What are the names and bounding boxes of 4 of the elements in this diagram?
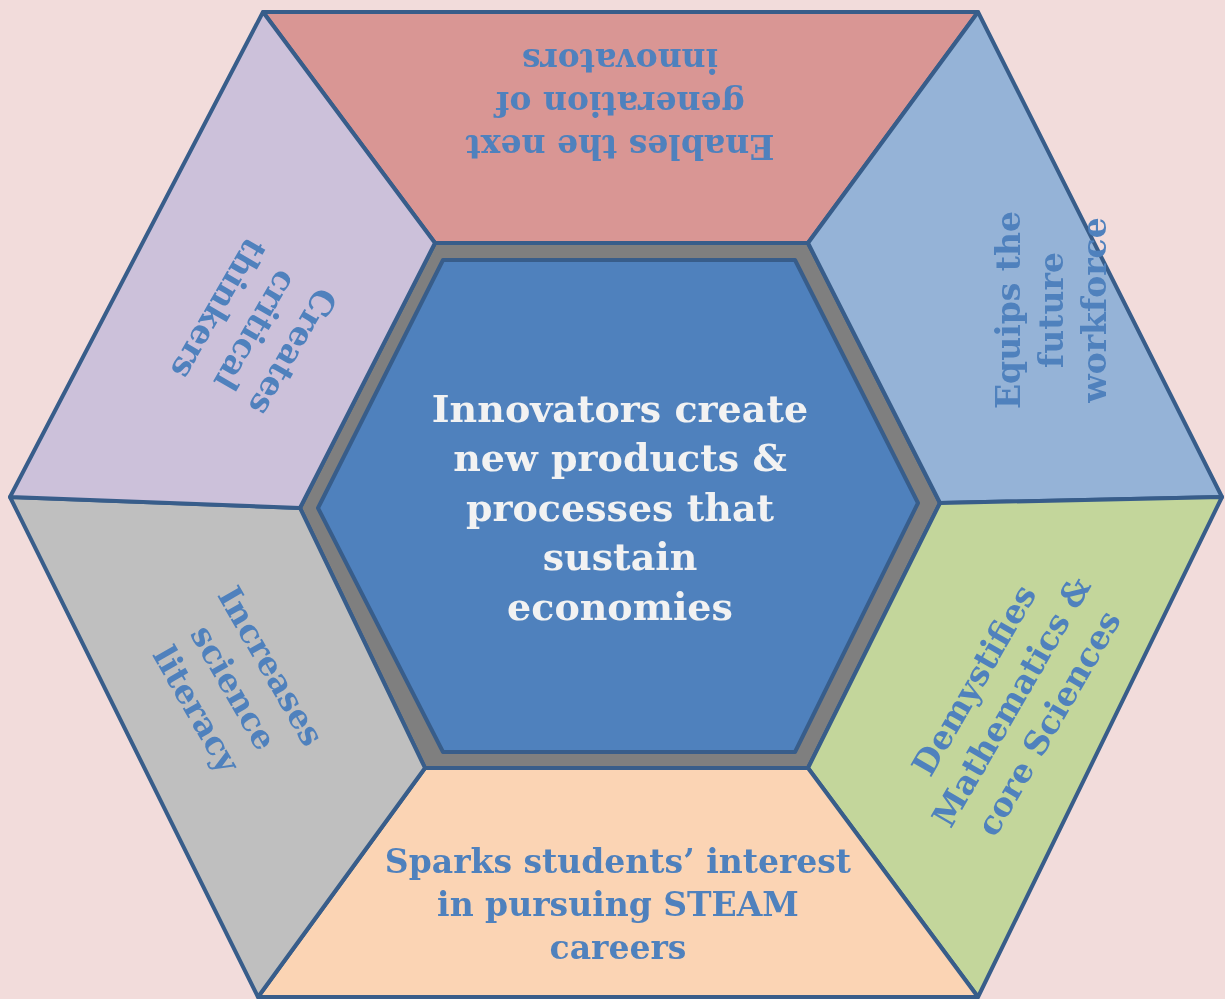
segment-text: Enables the next generation of innovators	[464, 40, 776, 168]
segment-text: Innovators create new products & processes that sustain economies	[430, 384, 810, 631]
segment-text: Equips the future workforce	[987, 209, 1115, 412]
segment-text: Sparks students’ interest in pursuing STEAM careers	[383, 840, 853, 969]
